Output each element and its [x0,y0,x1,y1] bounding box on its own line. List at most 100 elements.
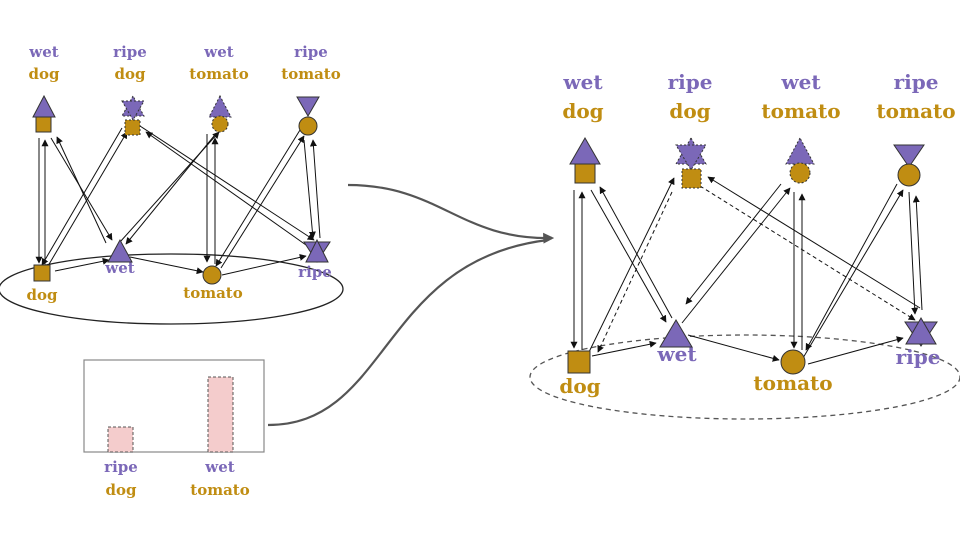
right-node-ripe-tomato [893,144,925,187]
right-node-wet-tomato [785,136,815,184]
right-top-label-adj: ripe [894,70,939,94]
triangle-up-icon [785,136,815,165]
edge [129,256,204,275]
bar-ripe-dog [107,426,134,453]
edge [220,135,305,269]
right-top-label-adj: ripe [668,70,713,94]
curve-arrow-to-right-graph [347,183,555,244]
left-node-wet-triangle-up-icon [107,238,133,263]
right-graph: wet dog ripe dog wet tomato ripe tomato [529,70,960,420]
edge [687,334,780,362]
edge [707,176,921,309]
edge [590,189,667,323]
left-top-label-noun: tomato [281,65,340,83]
edge [681,187,791,324]
edge [912,195,923,311]
triangle-down-icon [893,144,925,168]
right-top-label-noun: tomato [876,99,955,123]
right-node-dog-square-icon [567,350,591,374]
right-node-wet-triangle-up-icon [659,319,693,348]
edge [139,125,315,241]
edge [908,191,919,315]
edge [221,253,307,276]
edge [303,139,316,239]
bar-chart-box: ripe dog wet tomato [83,359,265,499]
edge [47,131,128,267]
left-top-label-noun: dog [29,65,60,83]
right-node-ripe-dog [675,136,707,189]
edge [125,135,215,245]
right-node-tomato-circle-icon [780,349,806,375]
edge [805,183,898,351]
edge [56,136,107,244]
left-top-label-adj: ripe [294,43,328,61]
left-node-wet-tomato [208,94,232,133]
left-graph: wet dog ripe dog wet tomato ripe tomato [0,43,344,325]
square-icon [574,163,596,184]
edge [599,186,673,319]
right-bottom-label-dog: dog [559,374,600,398]
right-top-label-noun: dog [669,99,710,123]
left-bottom-label-tomato: tomato [183,284,242,302]
square-icon [681,168,702,189]
left-top-label-adj: wet [28,43,58,61]
right-top-label-noun: dog [562,99,603,123]
circle-icon [897,163,921,187]
left-edges [35,125,321,276]
edge [54,257,110,272]
bar-wet-tomato [207,376,234,453]
left-top-label-adj: wet [203,43,233,61]
bar-label-adj: ripe [104,458,138,476]
left-node-wet-dog [32,94,56,133]
left-node-ripe-tomato [296,96,320,136]
triangle-down-icon [675,144,707,171]
edge [591,340,657,357]
right-bottom-label-tomato: tomato [753,371,832,395]
right-bottom-label-wet: wet [656,342,697,366]
curve-from-bar-chart [267,238,549,427]
edge [597,191,673,353]
edge [807,336,904,365]
right-node-ripe-triangle-up-icon [905,316,937,345]
circle-icon [789,162,811,184]
triangle-down-icon [121,100,145,121]
right-bottom-ellipse [529,334,960,420]
right-top-label-adj: wet [562,70,603,94]
left-node-ripe-triangle-up-icon [305,238,329,263]
left-bottom-label-ripe: ripe [298,263,332,281]
right-bottom-label-ripe: ripe [896,345,941,369]
edge [309,139,321,239]
edge [215,129,301,267]
edge [588,177,675,353]
edge [685,183,782,305]
edge [145,131,307,246]
triangle-down-icon [296,96,320,117]
triangle-up-icon [208,94,232,118]
bar-label-noun: dog [106,481,137,499]
left-node-dog-square-icon [33,264,51,282]
edge [699,185,916,321]
square-icon [124,119,141,136]
left-node-ripe-dog [121,94,145,136]
right-node-wet-dog [569,136,601,184]
left-top-label-noun: tomato [189,65,248,83]
right-top-label-noun: tomato [761,99,840,123]
right-edges [570,176,923,365]
left-top-label-adj: ripe [113,43,147,61]
left-top-label-noun: dog [115,65,146,83]
circle-icon [211,115,229,133]
triangle-up-icon [569,136,601,165]
edge [41,127,123,266]
left-bottom-label-wet: wet [104,259,134,277]
left-bottom-ellipse [0,253,344,325]
bar-label-noun: tomato [190,481,249,499]
edge [802,189,904,359]
square-icon [35,116,52,133]
left-bottom-label-dog: dog [27,286,58,304]
bar-label-adj: wet [204,458,234,476]
triangle-up-icon [32,94,56,118]
circle-icon [298,116,318,136]
right-top-label-adj: wet [780,70,821,94]
